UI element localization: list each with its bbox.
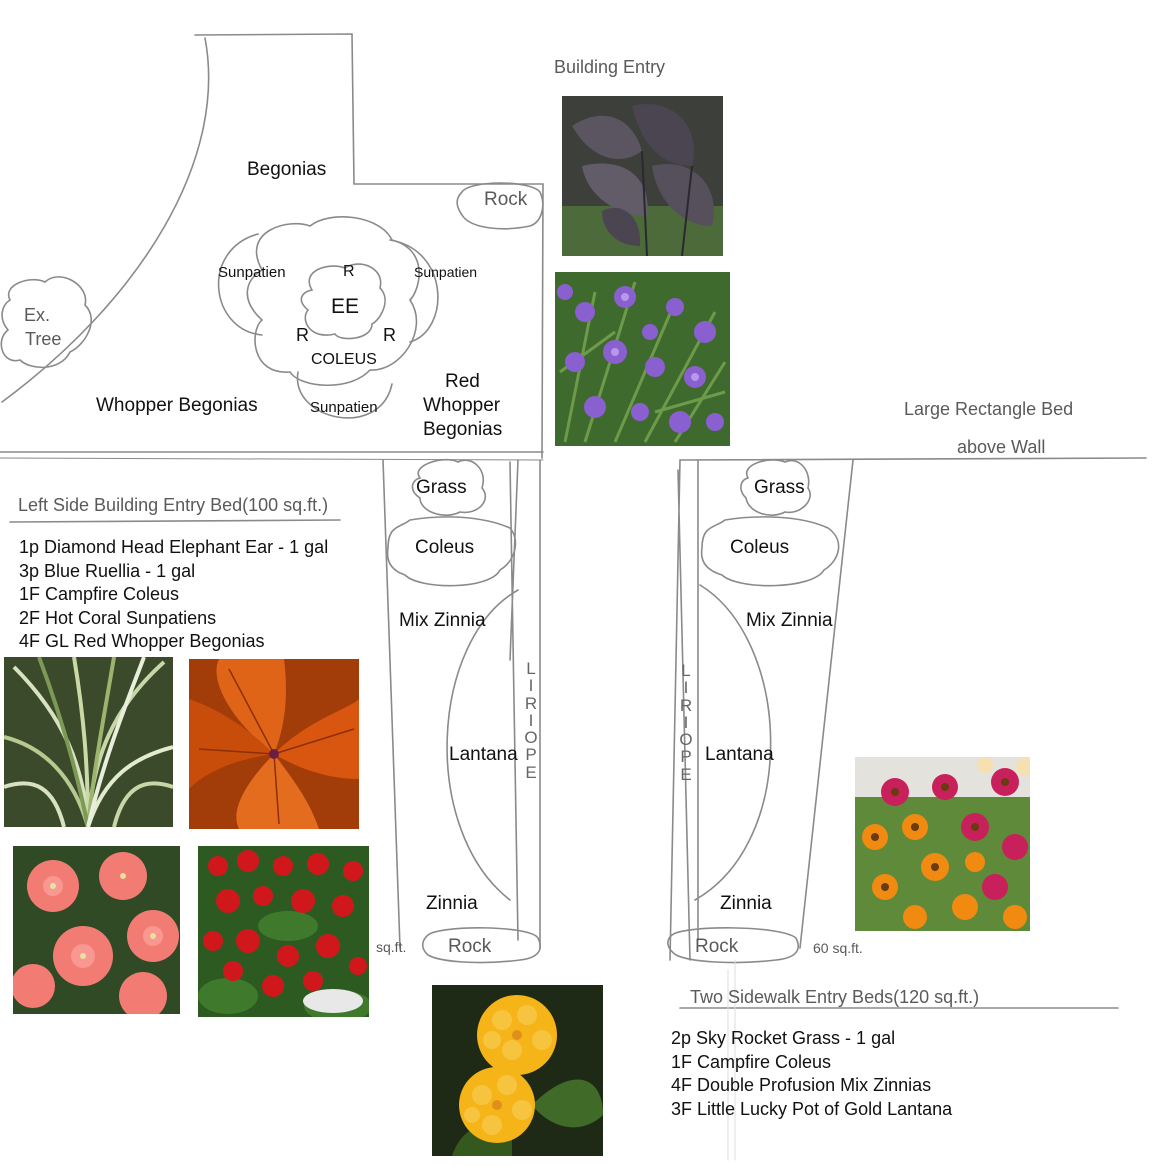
sidewalk-beds-title: Two Sidewalk Entry Beds(120 sq.ft.) <box>690 987 980 1007</box>
coleus-left-cloud <box>386 516 517 587</box>
bed-outline-top <box>194 33 544 459</box>
left-bed-list: 1p Diamond Head Elephant Ear - 1 gal 3p … <box>19 536 328 654</box>
shrub-circle-left <box>217 233 263 336</box>
coleus-left-label: Coleus <box>415 537 475 558</box>
ee-cloud <box>300 263 386 340</box>
sqft-left-label: sq.ft. <box>376 939 407 955</box>
right-lantana-arc <box>694 584 772 901</box>
list-item: 1p Diamond Head Elephant Ear - 1 gal <box>19 537 329 557</box>
elephant-ear-photo <box>562 96 723 256</box>
liriope-letter: L <box>681 661 691 680</box>
sunpatien-bottom-label: Sunpatien <box>310 399 378 416</box>
rock-left-outline <box>421 927 542 964</box>
rock-top-label: Rock <box>484 189 528 210</box>
grass-left-cloud <box>411 458 487 516</box>
right-bed-outline <box>669 459 854 961</box>
r-left-label: R <box>296 325 309 345</box>
ee-label: EE <box>331 295 360 318</box>
r-right-label: R <box>383 325 396 345</box>
liriope-letter: R <box>679 695 693 715</box>
sqft-right-label: 60 sq.ft. <box>813 940 863 956</box>
coleus-center-label: COLEUS <box>311 351 377 368</box>
liriope-right-label: L I R I O P E <box>678 662 694 783</box>
zinnia-photo <box>855 757 1030 931</box>
whopper-begonias-label: Whopper Begonias <box>96 395 258 416</box>
ex-label: Ex. <box>24 305 51 325</box>
coleus-cloud <box>246 216 420 387</box>
zinnia-left-label: Zinnia <box>426 893 478 914</box>
liriope-letter: O <box>679 730 693 750</box>
left-bed-title: Left Side Building Entry Bed(100 sq.ft.) <box>18 495 329 515</box>
coleus-photo <box>189 659 359 829</box>
mix-zinnia-right-label: Mix Zinnia <box>746 610 833 631</box>
liriope-letter: P <box>680 747 692 767</box>
list-item: 4F Double Profusion Mix Zinnias <box>671 1075 932 1095</box>
rock-left-label: Rock <box>448 936 492 957</box>
grass-right-cloud <box>740 459 811 516</box>
coleus-right-label: Coleus <box>730 537 790 558</box>
grass-photo <box>4 657 173 827</box>
r-top-label: R <box>343 263 355 280</box>
tree-label: Tree <box>25 329 62 349</box>
liriope-letter: I <box>683 678 689 698</box>
list-item: 1F Campfire Coleus <box>671 1051 832 1072</box>
shrub-circle-bottom <box>296 371 393 419</box>
lantana-photo <box>432 985 603 1156</box>
list-item: 1F Campfire Coleus <box>19 584 180 604</box>
liriope-letter: L <box>526 659 536 678</box>
red-whopper-label-2: Whopper <box>423 395 501 416</box>
bed-outline-curve <box>1 37 210 403</box>
liriope-letter: O <box>524 728 538 748</box>
ex-tree-cloud <box>0 276 92 369</box>
zinnia-right-label: Zinnia <box>720 893 772 914</box>
ruellia-photo <box>555 272 730 446</box>
rock-top-outline <box>456 182 544 230</box>
sidewalk-beds-list: 2p Sky Rocket Grass - 1 gal 1F Campfire … <box>671 1027 952 1121</box>
grass-left-label: Grass <box>416 477 467 498</box>
building-entry-label: Building Entry <box>554 57 666 77</box>
liriope-letter: E <box>680 764 692 784</box>
sunpatien-left-label: Sunpatien <box>218 264 286 281</box>
liriope-letter: I <box>528 676 534 696</box>
large-rect-label-2: above Wall <box>957 437 1046 457</box>
red-whopper-label-3: Begonias <box>423 419 503 440</box>
rock-right-outline <box>667 927 800 964</box>
red-whopper-label-1: Red <box>445 371 480 392</box>
lantana-left-label: Lantana <box>449 744 518 765</box>
list-item: 4F GL Red Whopper Begonias <box>19 631 265 651</box>
coleus-right-cloud <box>700 516 840 587</box>
left-bed-outline <box>382 459 541 949</box>
divider-right <box>679 457 1147 461</box>
mix-zinnia-left-label: Mix Zinnia <box>399 610 486 631</box>
liriope-letter: I <box>683 712 689 732</box>
sunpatiens-photo <box>13 846 180 1014</box>
liriope-left-label: L I R I O P E <box>523 660 539 781</box>
list-item: 3p Blue Ruellia - 1 gal <box>19 560 196 581</box>
large-rect-label-1: Large Rectangle Bed <box>904 399 1074 419</box>
list-item: 2F Hot Coral Sunpatiens <box>19 607 217 628</box>
left-title-underline <box>9 519 341 523</box>
rock-right-label: Rock <box>695 936 739 957</box>
lantana-right-label: Lantana <box>705 744 774 765</box>
grass-right-label: Grass <box>754 477 805 498</box>
list-item: 3F Little Lucky Pot of Gold Lantana <box>671 1098 953 1119</box>
liriope-letter: R <box>524 693 538 713</box>
liriope-letter: I <box>528 710 534 730</box>
list-item: 2p Sky Rocket Grass - 1 gal <box>671 1028 896 1048</box>
left-lantana-arc <box>446 589 519 901</box>
liriope-letter: P <box>525 745 537 765</box>
sunpatien-right-label: Sunpatien <box>414 264 478 280</box>
red-begonias-photo <box>198 846 369 1017</box>
liriope-letter: E <box>525 762 537 782</box>
shrub-circle-right <box>389 239 439 343</box>
begonias-label: Begonias <box>247 159 327 180</box>
